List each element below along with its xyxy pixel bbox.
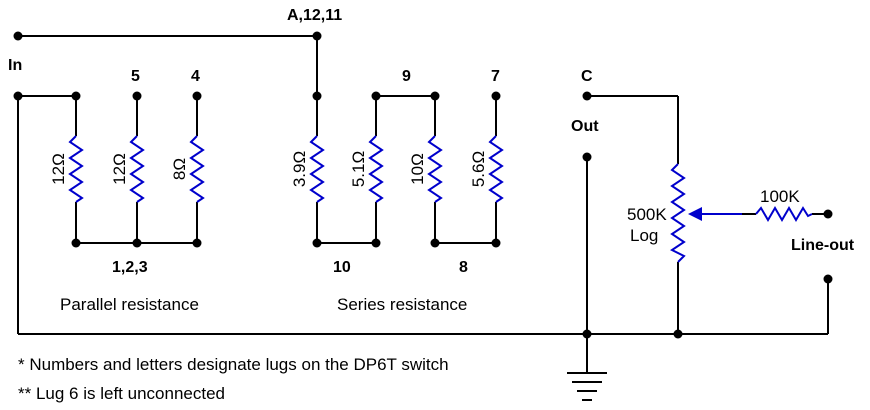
wires bbox=[17, 35, 829, 373]
junction-dot bbox=[71, 91, 81, 101]
value-100k: 100K bbox=[760, 187, 800, 206]
label-lug-7: 7 bbox=[491, 68, 500, 85]
junction-dots bbox=[13, 31, 833, 339]
junction-dot bbox=[823, 274, 833, 284]
value-3-9ohm: 3.9Ω bbox=[290, 151, 309, 187]
junction-dot bbox=[132, 238, 142, 248]
value-10ohm: 10Ω bbox=[408, 153, 427, 185]
resistor-10ohm bbox=[427, 135, 443, 203]
junction-dot bbox=[823, 209, 833, 219]
value-8ohm: 8Ω bbox=[170, 158, 189, 180]
junction-dot bbox=[71, 238, 81, 248]
label-lug-c: C bbox=[581, 68, 593, 85]
value-5-1ohm: 5.1Ω bbox=[349, 151, 368, 187]
caption-parallel: Parallel resistance bbox=[60, 295, 199, 314]
note-lug6: ** Lug 6 is left unconnected bbox=[18, 384, 225, 403]
junction-dot bbox=[132, 91, 142, 101]
junction-dot bbox=[582, 152, 592, 162]
resistor-100k bbox=[755, 206, 813, 222]
lug-labels: A,12,11 In 5 4 9 7 C Out 1,2,3 10 8 Line… bbox=[8, 7, 855, 276]
label-lug-8: 8 bbox=[459, 259, 468, 276]
value-12ohm-a: 12Ω bbox=[49, 153, 68, 185]
resistor-12ohm-a bbox=[68, 135, 84, 203]
footnotes: * Numbers and letters designate lugs on … bbox=[18, 355, 449, 403]
resistor-5-1ohm bbox=[368, 135, 384, 203]
ground-icon bbox=[567, 372, 607, 401]
junction-dot bbox=[430, 238, 440, 248]
note-lugs: * Numbers and letters designate lugs on … bbox=[18, 355, 449, 374]
label-lug-10: 10 bbox=[333, 259, 351, 276]
label-out: Out bbox=[571, 118, 599, 135]
junction-dot bbox=[582, 91, 592, 101]
label-lugs-1-2-3: 1,2,3 bbox=[112, 259, 148, 276]
label-a-12-11: A,12,11 bbox=[287, 7, 342, 24]
junction-dot bbox=[430, 91, 440, 101]
junction-dot bbox=[582, 329, 592, 339]
junction-dot bbox=[312, 238, 322, 248]
value-5-6ohm: 5.6Ω bbox=[469, 151, 488, 187]
label-lug-9: 9 bbox=[402, 68, 411, 85]
junction-dot bbox=[371, 91, 381, 101]
resistor-5-6ohm bbox=[488, 135, 504, 203]
value-pot-taper: Log bbox=[630, 226, 658, 245]
resistor-3-9ohm bbox=[309, 135, 325, 203]
junction-dot bbox=[192, 238, 202, 248]
resistor-12ohm-b bbox=[129, 135, 145, 203]
label-line-out: Line-out bbox=[791, 237, 855, 254]
resistor-8ohm bbox=[189, 135, 205, 203]
value-12ohm-b: 12Ω bbox=[110, 153, 129, 185]
junction-dot bbox=[673, 329, 683, 339]
resistors bbox=[68, 135, 813, 263]
potentiometer-500k bbox=[670, 163, 686, 263]
junction-dot bbox=[13, 91, 23, 101]
junction-dot bbox=[491, 91, 501, 101]
label-in: In bbox=[8, 57, 22, 74]
junction-dot bbox=[491, 238, 501, 248]
junction-dot bbox=[312, 91, 322, 101]
junction-dot bbox=[371, 238, 381, 248]
resistor-values: 12Ω 12Ω 8Ω 3.9Ω 5.1Ω 10Ω 5.6Ω 500K Log 1… bbox=[49, 151, 800, 245]
wiper-arrow-head bbox=[688, 207, 702, 221]
section-captions: Parallel resistance Series resistance bbox=[60, 295, 467, 314]
caption-series: Series resistance bbox=[337, 295, 467, 314]
value-pot-500k: 500K bbox=[627, 205, 667, 224]
junction-dot bbox=[192, 91, 202, 101]
label-lug-5: 5 bbox=[131, 68, 140, 85]
junction-dot bbox=[13, 31, 23, 41]
label-lug-4: 4 bbox=[191, 68, 200, 85]
junction-dot bbox=[312, 31, 322, 41]
